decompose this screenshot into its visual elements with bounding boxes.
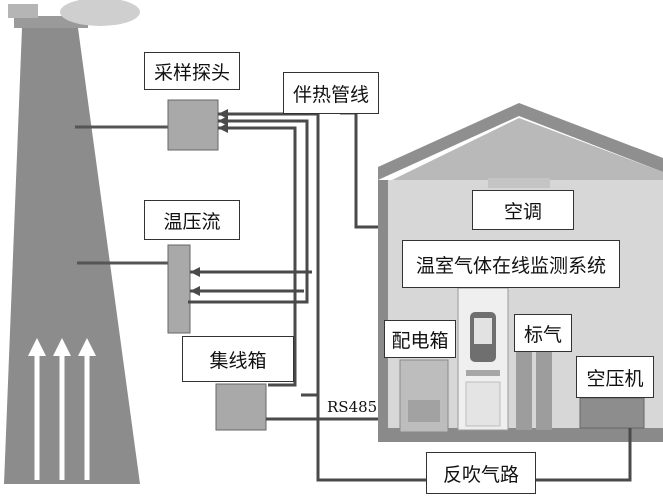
standard-gas-cylinder [516, 350, 532, 430]
temp-pressure-flow-label: 温压流 [144, 200, 240, 240]
ac-unit [488, 178, 550, 188]
standard-gas-label: 标气 [514, 314, 572, 352]
junction-box-label: 集线箱 [182, 336, 294, 382]
backflush-gas-path-label: 反吹气路 [426, 452, 536, 494]
distribution-box-label: 配电箱 [384, 320, 456, 358]
air-compressor-body [579, 397, 645, 429]
house-wall-left [378, 180, 388, 442]
house-roof [378, 103, 663, 180]
monitoring-house [378, 103, 663, 442]
air-conditioner-label: 空调 [472, 190, 574, 230]
house-floor [378, 428, 663, 442]
chimney-stack [4, 28, 140, 484]
junction-box-body [215, 383, 267, 431]
sampling-probe-label: 采样探头 [144, 52, 240, 90]
system-name-label: 温室气体在线监测系统 [402, 240, 620, 288]
heat-trace-line-label: 伴热管线 [283, 72, 379, 114]
standard-gas-cylinder [536, 350, 552, 430]
chimney-cap [8, 4, 38, 18]
air-compressor-label: 空压机 [576, 356, 654, 398]
pipe-arrowheads [190, 109, 228, 296]
flue-gas-flow-arrows [28, 338, 96, 480]
rs485-label: RS485 [327, 398, 378, 416]
smoke-plume [60, 0, 140, 26]
tpf-sensor-box [167, 244, 191, 334]
sampling-probe-box [167, 99, 219, 151]
